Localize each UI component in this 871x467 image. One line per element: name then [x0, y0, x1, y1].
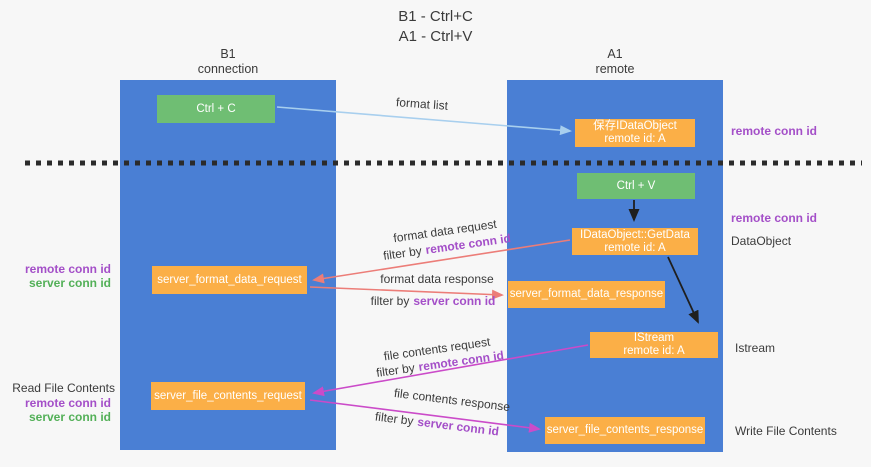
left-conn-id-stack-1: remote conn id server conn id	[25, 262, 111, 290]
getdata-line2: remote id: A	[604, 241, 666, 254]
remote-conn-id-label: remote conn id	[24, 262, 111, 276]
istream-annotation: Istream	[735, 341, 776, 355]
server-format-data-request-box: server_format_data_request	[152, 266, 307, 294]
left-conn-id-stack-2: remote conn id server conn id	[25, 396, 111, 424]
format-list-label: format list	[395, 95, 449, 113]
server-format-data-request-label: server_format_data_request	[157, 273, 302, 286]
diagram-title: B1 - Ctrl+C A1 - Ctrl+V	[0, 7, 871, 47]
right-column-name: A1	[607, 47, 623, 61]
istream-box: IStream remote id: A	[590, 332, 718, 358]
getdata-line1: IDataObject::GetData	[580, 228, 690, 241]
server-conn-id-label: server conn id	[28, 276, 111, 290]
server-file-contents-response-box: server_file_contents_response	[545, 417, 705, 444]
left-column-header: B1 connection	[120, 47, 336, 77]
format-data-response-label: format data response	[380, 272, 494, 286]
ctrl-c-box: Ctrl + C	[157, 95, 275, 123]
filter-by-text: filter by	[382, 243, 423, 263]
dataobject-annotation: DataObject	[731, 234, 792, 248]
ctrl-c-label: Ctrl + C	[196, 102, 236, 115]
title-line-2: A1 - Ctrl+V	[398, 28, 473, 45]
filter-by-text: filter by	[370, 294, 410, 308]
server-file-contents-response-label: server_file_contents_response	[546, 424, 704, 436]
filter-by-text: filter by	[374, 409, 415, 429]
server-format-data-response-label: server_format_data_response	[509, 288, 664, 300]
read-file-contents-label: Read File Contents	[12, 381, 115, 395]
ctrl-v-box: Ctrl + V	[577, 173, 695, 199]
left-column-name: B1	[220, 47, 236, 61]
save-idataobject-box: 保存IDataObject remote id: A	[575, 119, 695, 147]
server-conn-id-label: server conn id	[28, 410, 111, 424]
title-line-1: B1 - Ctrl+C	[398, 8, 473, 25]
istream-line2: remote id: A	[623, 345, 685, 357]
right-column-header: A1 remote	[507, 47, 723, 77]
file-contents-response-label: file contents response	[393, 385, 511, 415]
server-format-data-response-box: server_format_data_response	[508, 281, 665, 308]
write-file-contents-annotation: Write File Contents	[735, 424, 837, 438]
getdata-box: IDataObject::GetData remote id: A	[572, 228, 698, 255]
server-file-contents-request-label: server_file_contents_request	[154, 389, 302, 402]
istream-line1: IStream	[633, 332, 675, 344]
left-column-role: connection	[197, 62, 259, 76]
server-conn-id-text: server conn id	[413, 294, 496, 308]
save-idataobject-line2: remote id: A	[604, 133, 666, 145]
ctrl-v-label: Ctrl + V	[616, 179, 656, 192]
save-idataobject-line1: 保存IDataObject	[593, 120, 677, 132]
server-conn-id-text: server conn id	[416, 414, 500, 439]
right-column-role: remote	[595, 62, 635, 76]
server-file-contents-request-box: server_file_contents_request	[151, 382, 305, 410]
remote-conn-id-annotation-2: remote conn id	[731, 211, 818, 225]
remote-conn-id-label: remote conn id	[24, 396, 111, 410]
remote-conn-id-annotation-1: remote conn id	[731, 124, 818, 138]
filter-by-text: filter by	[375, 360, 416, 380]
